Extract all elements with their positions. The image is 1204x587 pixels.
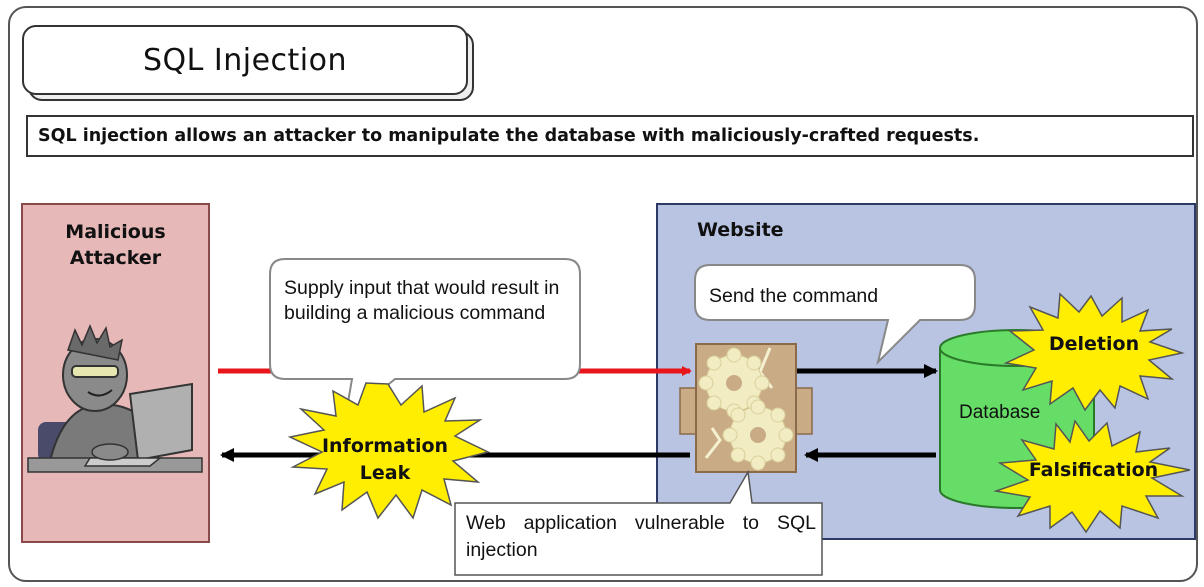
title-box: SQL Injection bbox=[22, 25, 468, 95]
database-label: Database bbox=[959, 402, 1041, 423]
website-label: Website bbox=[697, 219, 784, 241]
web-app-callout bbox=[454, 469, 823, 576]
send-command-callout bbox=[694, 264, 976, 366]
information-leak-label-line1: Information bbox=[321, 435, 449, 457]
page-title: SQL Injection bbox=[142, 42, 348, 78]
information-leak-burst bbox=[287, 382, 491, 520]
description-text: SQL injection allows an attacker to mani… bbox=[38, 126, 980, 146]
attacker-figure bbox=[27, 324, 203, 473]
web-app-callout-text: Web application vulnerable to SQL inject… bbox=[466, 512, 816, 561]
information-leak-label: Information Leak bbox=[315, 433, 455, 487]
deletion-label: Deletion bbox=[1048, 333, 1140, 355]
deletion-burst bbox=[1003, 292, 1185, 412]
attacker-label-line2: Attacker bbox=[69, 247, 162, 269]
attacker-label-line1: Malicious bbox=[65, 221, 166, 243]
falsification-label: Falsification bbox=[1028, 459, 1159, 481]
description-box: SQL injection allows an attacker to mani… bbox=[26, 115, 1194, 157]
information-leak-label-line2: Leak bbox=[359, 462, 411, 484]
supply-input-callout-text: Supply input that would result in buildi… bbox=[284, 277, 560, 324]
attacker-label: Malicious Attacker bbox=[23, 219, 208, 271]
falsification-burst bbox=[993, 419, 1191, 534]
send-command-callout-text: Send the command bbox=[709, 285, 879, 307]
web-application-icon bbox=[679, 343, 813, 473]
